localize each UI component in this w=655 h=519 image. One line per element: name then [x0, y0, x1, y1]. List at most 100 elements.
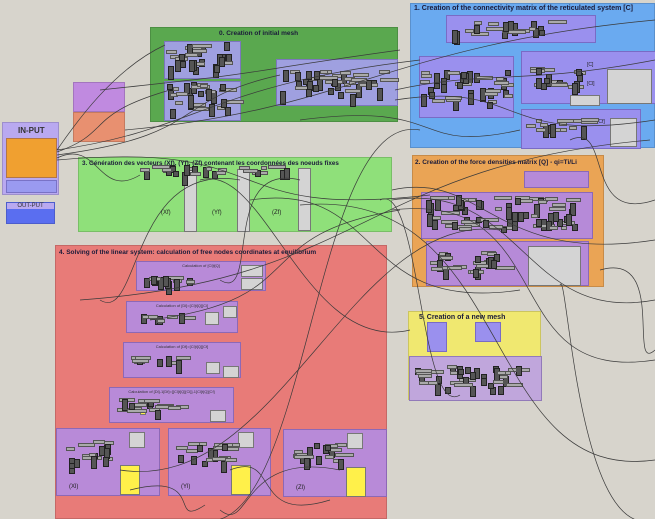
component-node[interactable]	[205, 166, 212, 171]
component-node[interactable]	[535, 77, 542, 89]
component-node[interactable]	[312, 84, 319, 92]
component-node[interactable]	[580, 118, 599, 123]
component-node[interactable]	[475, 255, 482, 263]
component-node[interactable]	[349, 81, 357, 86]
component-node[interactable]	[155, 409, 162, 420]
component-node[interactable]	[200, 84, 209, 89]
component-node[interactable]	[379, 78, 399, 83]
component-node[interactable]	[280, 90, 287, 105]
component-node[interactable]	[474, 24, 481, 34]
component-node[interactable]	[472, 269, 479, 279]
component-node[interactable]	[447, 70, 461, 75]
component-node[interactable]	[467, 92, 474, 105]
component-node[interactable]	[429, 195, 449, 200]
component-node[interactable]	[470, 385, 477, 397]
component-node[interactable]	[536, 67, 543, 75]
component-node[interactable]	[514, 198, 521, 206]
component-node[interactable]	[461, 72, 468, 80]
component-node[interactable]	[68, 458, 75, 465]
component-node[interactable]	[452, 222, 459, 230]
component-node[interactable]	[421, 74, 433, 79]
panel[interactable]	[238, 432, 254, 448]
component-node[interactable]	[174, 60, 181, 73]
component-node[interactable]	[261, 165, 267, 170]
component-node[interactable]	[128, 402, 135, 410]
component-node[interactable]	[537, 199, 547, 204]
component-node[interactable]	[553, 211, 560, 222]
component-node[interactable]	[505, 206, 512, 220]
component-node[interactable]	[565, 197, 581, 202]
component-node[interactable]	[428, 91, 435, 99]
panel[interactable]	[347, 433, 363, 449]
component-node[interactable]	[282, 69, 289, 82]
component-node[interactable]	[206, 458, 214, 463]
component-node[interactable]	[91, 455, 98, 469]
component-node[interactable]	[135, 355, 152, 360]
component-node[interactable]	[486, 26, 505, 31]
component-node[interactable]	[426, 200, 433, 214]
component-node[interactable]	[460, 219, 476, 224]
component-node[interactable]	[523, 211, 530, 219]
component-node[interactable]	[189, 171, 201, 176]
panel[interactable]	[206, 362, 220, 374]
solve-z-subgroup[interactable]: (Zl)	[283, 429, 387, 497]
panel-c[interactable]	[607, 69, 652, 104]
component-node[interactable]	[474, 20, 483, 25]
component-node[interactable]	[444, 386, 451, 394]
component-node[interactable]	[421, 93, 428, 107]
result-panel-xl[interactable]	[120, 465, 140, 495]
component-node[interactable]	[458, 226, 472, 231]
component-node[interactable]	[185, 53, 199, 58]
input-params[interactable]	[6, 138, 57, 178]
component-node[interactable]	[177, 455, 184, 464]
component-node[interactable]	[545, 197, 559, 202]
component-node[interactable]	[226, 99, 245, 104]
component-node[interactable]	[431, 219, 438, 230]
component-node[interactable]	[504, 70, 511, 77]
component-node[interactable]	[168, 405, 182, 410]
component-node[interactable]	[77, 442, 95, 447]
component-node[interactable]	[426, 213, 433, 227]
component-node[interactable]	[224, 42, 231, 52]
component-node[interactable]	[475, 76, 493, 81]
component-node[interactable]	[503, 94, 513, 99]
new-mesh-inputs-1[interactable]	[427, 322, 447, 352]
component-node[interactable]	[283, 167, 290, 180]
component-node[interactable]	[432, 99, 446, 104]
component-node[interactable]	[576, 68, 583, 76]
component-node[interactable]	[453, 205, 460, 212]
new-mesh-inputs-2[interactable]	[475, 322, 501, 342]
component-node[interactable]	[192, 44, 213, 49]
component-node[interactable]	[494, 206, 502, 211]
component-node[interactable]	[221, 460, 228, 473]
component-node[interactable]	[150, 275, 157, 285]
component-node[interactable]	[549, 225, 559, 230]
component-node[interactable]	[196, 444, 203, 452]
component-node[interactable]	[480, 378, 487, 387]
component-node[interactable]	[173, 278, 180, 291]
component-node[interactable]	[549, 123, 556, 138]
component-node[interactable]	[304, 458, 311, 471]
component-node[interactable]	[192, 106, 209, 111]
component-node[interactable]	[224, 458, 237, 463]
component-node[interactable]	[190, 455, 197, 465]
component-node[interactable]	[216, 171, 227, 176]
component-node[interactable]	[433, 73, 440, 85]
component-node[interactable]	[167, 315, 179, 320]
component-node[interactable]	[516, 366, 523, 377]
component-node[interactable]	[529, 27, 537, 32]
component-node[interactable]	[305, 71, 312, 81]
component-node[interactable]	[569, 126, 578, 131]
component-node[interactable]	[143, 399, 160, 404]
panel-yf[interactable]	[237, 169, 250, 232]
component-node[interactable]	[508, 30, 527, 35]
component-node[interactable]	[490, 259, 497, 269]
component-node[interactable]	[439, 255, 454, 260]
component-node[interactable]	[332, 79, 339, 88]
component-node[interactable]	[531, 213, 539, 218]
component-node[interactable]	[548, 20, 568, 25]
component-node[interactable]	[327, 88, 334, 96]
panel-small[interactable]	[570, 95, 600, 106]
component-node[interactable]	[243, 169, 259, 174]
component-node[interactable]	[156, 359, 163, 368]
